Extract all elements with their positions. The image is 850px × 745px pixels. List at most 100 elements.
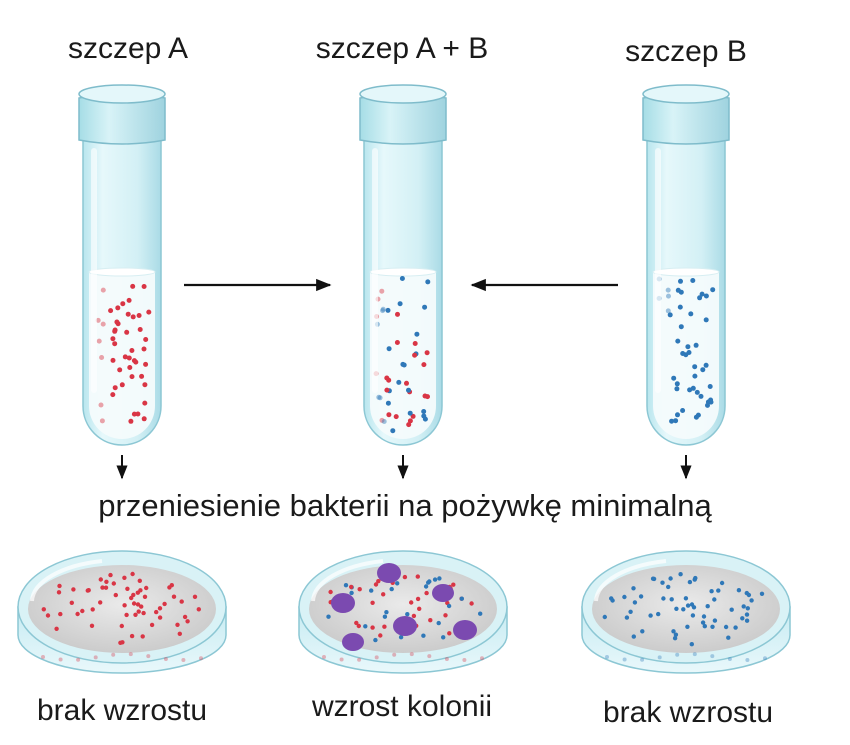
bacterium-dot [130, 571, 135, 577]
dish-agar [28, 565, 216, 653]
bacterium-dot [425, 279, 431, 285]
bacterium-dot [140, 634, 145, 639]
bacterium-dot [640, 629, 645, 634]
bacterium-dot [602, 614, 607, 620]
bacterium-dot [370, 600, 375, 605]
bacterium-dot [402, 574, 408, 580]
bacterium-dot [443, 613, 448, 618]
bacterium-dot [381, 419, 387, 424]
dish-gloss [30, 559, 103, 602]
bacterium-dot [380, 308, 386, 314]
dish-gloss [594, 559, 667, 602]
colony [331, 593, 355, 613]
bacterium-dot [398, 635, 404, 640]
bacterium-dot [393, 414, 399, 420]
bacterium-dot [196, 607, 201, 612]
bacterium-dot [98, 577, 104, 582]
dish-agar [592, 565, 780, 653]
bacterium-dot [120, 301, 126, 307]
bacterium-dot [85, 588, 91, 593]
bacterium-dot [665, 308, 671, 314]
bacterium-dot [115, 305, 121, 311]
bacterium-dot-faint [444, 656, 449, 661]
bacterium-dot [421, 633, 426, 638]
bacterium-dot-faint [339, 657, 344, 662]
tube-liquid [89, 272, 155, 439]
bacterium-dot [111, 581, 117, 586]
bacterium-dot [136, 609, 141, 614]
bacterium-dot [407, 410, 413, 416]
bacterium-dot [677, 304, 683, 310]
bacterium-dot [137, 578, 142, 583]
bacterium-dot [54, 626, 59, 631]
bacterium-dot [746, 592, 752, 598]
bacterium-dot [415, 574, 420, 579]
bacterium-dot [370, 625, 375, 630]
bacterium-dot [71, 587, 76, 592]
bacterium-dot [665, 287, 671, 293]
colony [453, 620, 477, 640]
bacterium-dot [122, 575, 127, 580]
bacterium-dot [142, 382, 148, 388]
bacterium-dot [726, 635, 731, 640]
bacterium-dot [710, 624, 715, 629]
bacterium-dot [675, 412, 680, 418]
bacterium-dot [427, 579, 432, 584]
bacterium-dot [119, 623, 125, 629]
liquid-surface [652, 267, 720, 277]
bacterium-dot [693, 575, 698, 581]
bacterium-dot [136, 313, 142, 318]
bacterium-dot [712, 618, 718, 623]
bacterium-dot [421, 362, 427, 368]
bacterium-dot [396, 379, 402, 385]
bacterium-dot [390, 428, 396, 434]
bacterium-dot [411, 613, 417, 619]
bacterium-dot-faint [675, 652, 680, 657]
bacterium-dot [99, 355, 105, 360]
bacterium-dot [692, 364, 698, 370]
dish-colony-growth [298, 550, 508, 674]
bacterium-dot [369, 588, 374, 593]
bacterium-dot [45, 613, 51, 618]
bacterium-dot [415, 596, 421, 602]
colony [393, 616, 417, 636]
bacterium-dot [385, 307, 391, 313]
bacterium-dot [119, 382, 125, 388]
bacterium-dot [749, 598, 754, 603]
bacterium-dot [631, 634, 636, 639]
bacterium-dot [681, 607, 686, 612]
bacterium-dot [689, 642, 694, 647]
tube-cap-top [359, 84, 447, 104]
liquid-surface [369, 267, 437, 277]
bacterium-dot [451, 582, 456, 587]
bacterium-dot [135, 411, 141, 417]
bacterium-dot [436, 620, 441, 626]
bacterium-dot [660, 580, 665, 585]
bacterium-dot [141, 346, 147, 352]
bacterium-dot [157, 606, 163, 611]
liquid-surface [88, 267, 156, 277]
bacterium-dot [128, 418, 134, 424]
bacterium-dot [100, 585, 105, 590]
bacterium-dot [112, 385, 118, 391]
bacterium-dot [118, 640, 123, 645]
bacterium-dot [129, 348, 135, 353]
bacterium-dot [349, 584, 354, 590]
bacterium-dot [328, 589, 333, 595]
bacterium-dot [356, 623, 361, 629]
bacterium-dot [389, 586, 394, 592]
bacterium-dot [437, 576, 442, 581]
bacterium-dot [162, 601, 167, 607]
bacterium-dot [110, 392, 116, 398]
bacterium-dot [137, 327, 143, 332]
bacterium-dot [406, 422, 412, 428]
bacterium-dot-faint [163, 656, 168, 661]
bacterium-dot-faint [322, 655, 326, 659]
bacterium-dot [691, 605, 697, 610]
bacterium-dot [126, 355, 132, 361]
bacterium-dot [422, 304, 428, 310]
bacterium-dot [122, 603, 127, 608]
bacterium-dot [131, 592, 136, 598]
bacterium-dot [700, 367, 706, 373]
bacterium-dot [384, 610, 389, 615]
